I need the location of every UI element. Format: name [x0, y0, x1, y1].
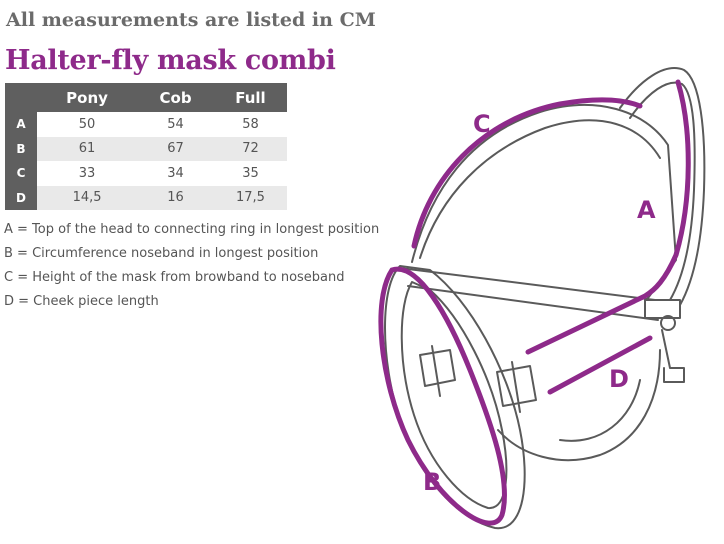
noseband-outer	[384, 265, 526, 530]
size-column-cob: Cob	[137, 83, 214, 112]
crown-strap-inner	[629, 81, 696, 301]
mask-outline	[384, 67, 706, 530]
table-cell: 17,5	[213, 185, 287, 210]
table-row: B 61 67 72	[5, 136, 287, 161]
noseband-buckle-bar	[431, 345, 441, 397]
legend-item-c: C = Height of the mask from browband to …	[4, 270, 345, 285]
table-row: D 14,5 16 17,5	[5, 185, 287, 210]
cheek-piece	[644, 299, 681, 319]
row-label-a: A	[5, 112, 37, 137]
size-column-pony: Pony	[37, 83, 138, 112]
crown-strap	[619, 67, 706, 306]
table-cell: 61	[37, 136, 138, 161]
size-table-header: Pony Cob Full	[5, 83, 287, 112]
side-strap-top	[399, 267, 656, 301]
legend-item-a: A = Top of the head to connecting ring i…	[4, 222, 380, 237]
table-cell: 16	[137, 185, 214, 210]
lead-clip	[661, 329, 685, 383]
side-strap-bottom	[407, 285, 659, 321]
label-a: A	[637, 196, 656, 224]
measurement-lines	[378, 79, 691, 526]
measurement-legend: A = Top of the head to connecting ring i…	[4, 218, 379, 314]
table-cell: 14,5	[37, 185, 138, 210]
size-column-full: Full	[213, 83, 287, 112]
measure-line-b	[378, 266, 507, 526]
side-buckle-bar	[511, 361, 521, 413]
size-table-corner	[5, 83, 37, 112]
side-buckle	[496, 365, 537, 407]
row-label-d: D	[5, 185, 37, 210]
table-cell: 35	[242, 165, 259, 181]
table-cell: 54	[167, 116, 184, 132]
label-b: B	[423, 468, 441, 496]
mask-lower-inner	[559, 379, 641, 442]
table-row: C 33 34 35	[5, 161, 287, 186]
size-table: Pony Cob Full A 50 54 58 B 61 67 72 C 33…	[5, 83, 287, 210]
page-heading: All measurements are listed in CM	[6, 9, 376, 31]
measure-line-a	[525, 79, 691, 355]
table-cell: 67	[137, 136, 214, 161]
noseband-inner	[400, 281, 508, 510]
label-d: D	[609, 365, 629, 393]
table-cell: 34	[167, 165, 184, 181]
product-title: Halter-fly mask combi	[5, 45, 336, 76]
table-cell: 72	[213, 136, 287, 161]
connecting-ring	[660, 315, 676, 331]
legend-item-d: D = Cheek piece length	[4, 294, 159, 309]
legend-item-b: B = Circumference noseband in longest po…	[4, 246, 319, 261]
table-cell: 58	[242, 116, 259, 132]
measure-line-c	[411, 97, 643, 249]
mask-lower-edge	[497, 349, 661, 462]
table-row: A 50 54 58	[5, 112, 287, 137]
mask-dome	[411, 104, 677, 299]
row-label-c: C	[5, 161, 37, 186]
table-cell: 33	[78, 165, 96, 181]
measure-line-d	[547, 335, 653, 395]
mask-dome-inner	[419, 119, 661, 259]
row-label-b: B	[5, 136, 37, 161]
table-cell: 50	[78, 116, 96, 132]
noseband-buckle	[419, 349, 456, 387]
label-c: C	[473, 110, 491, 138]
